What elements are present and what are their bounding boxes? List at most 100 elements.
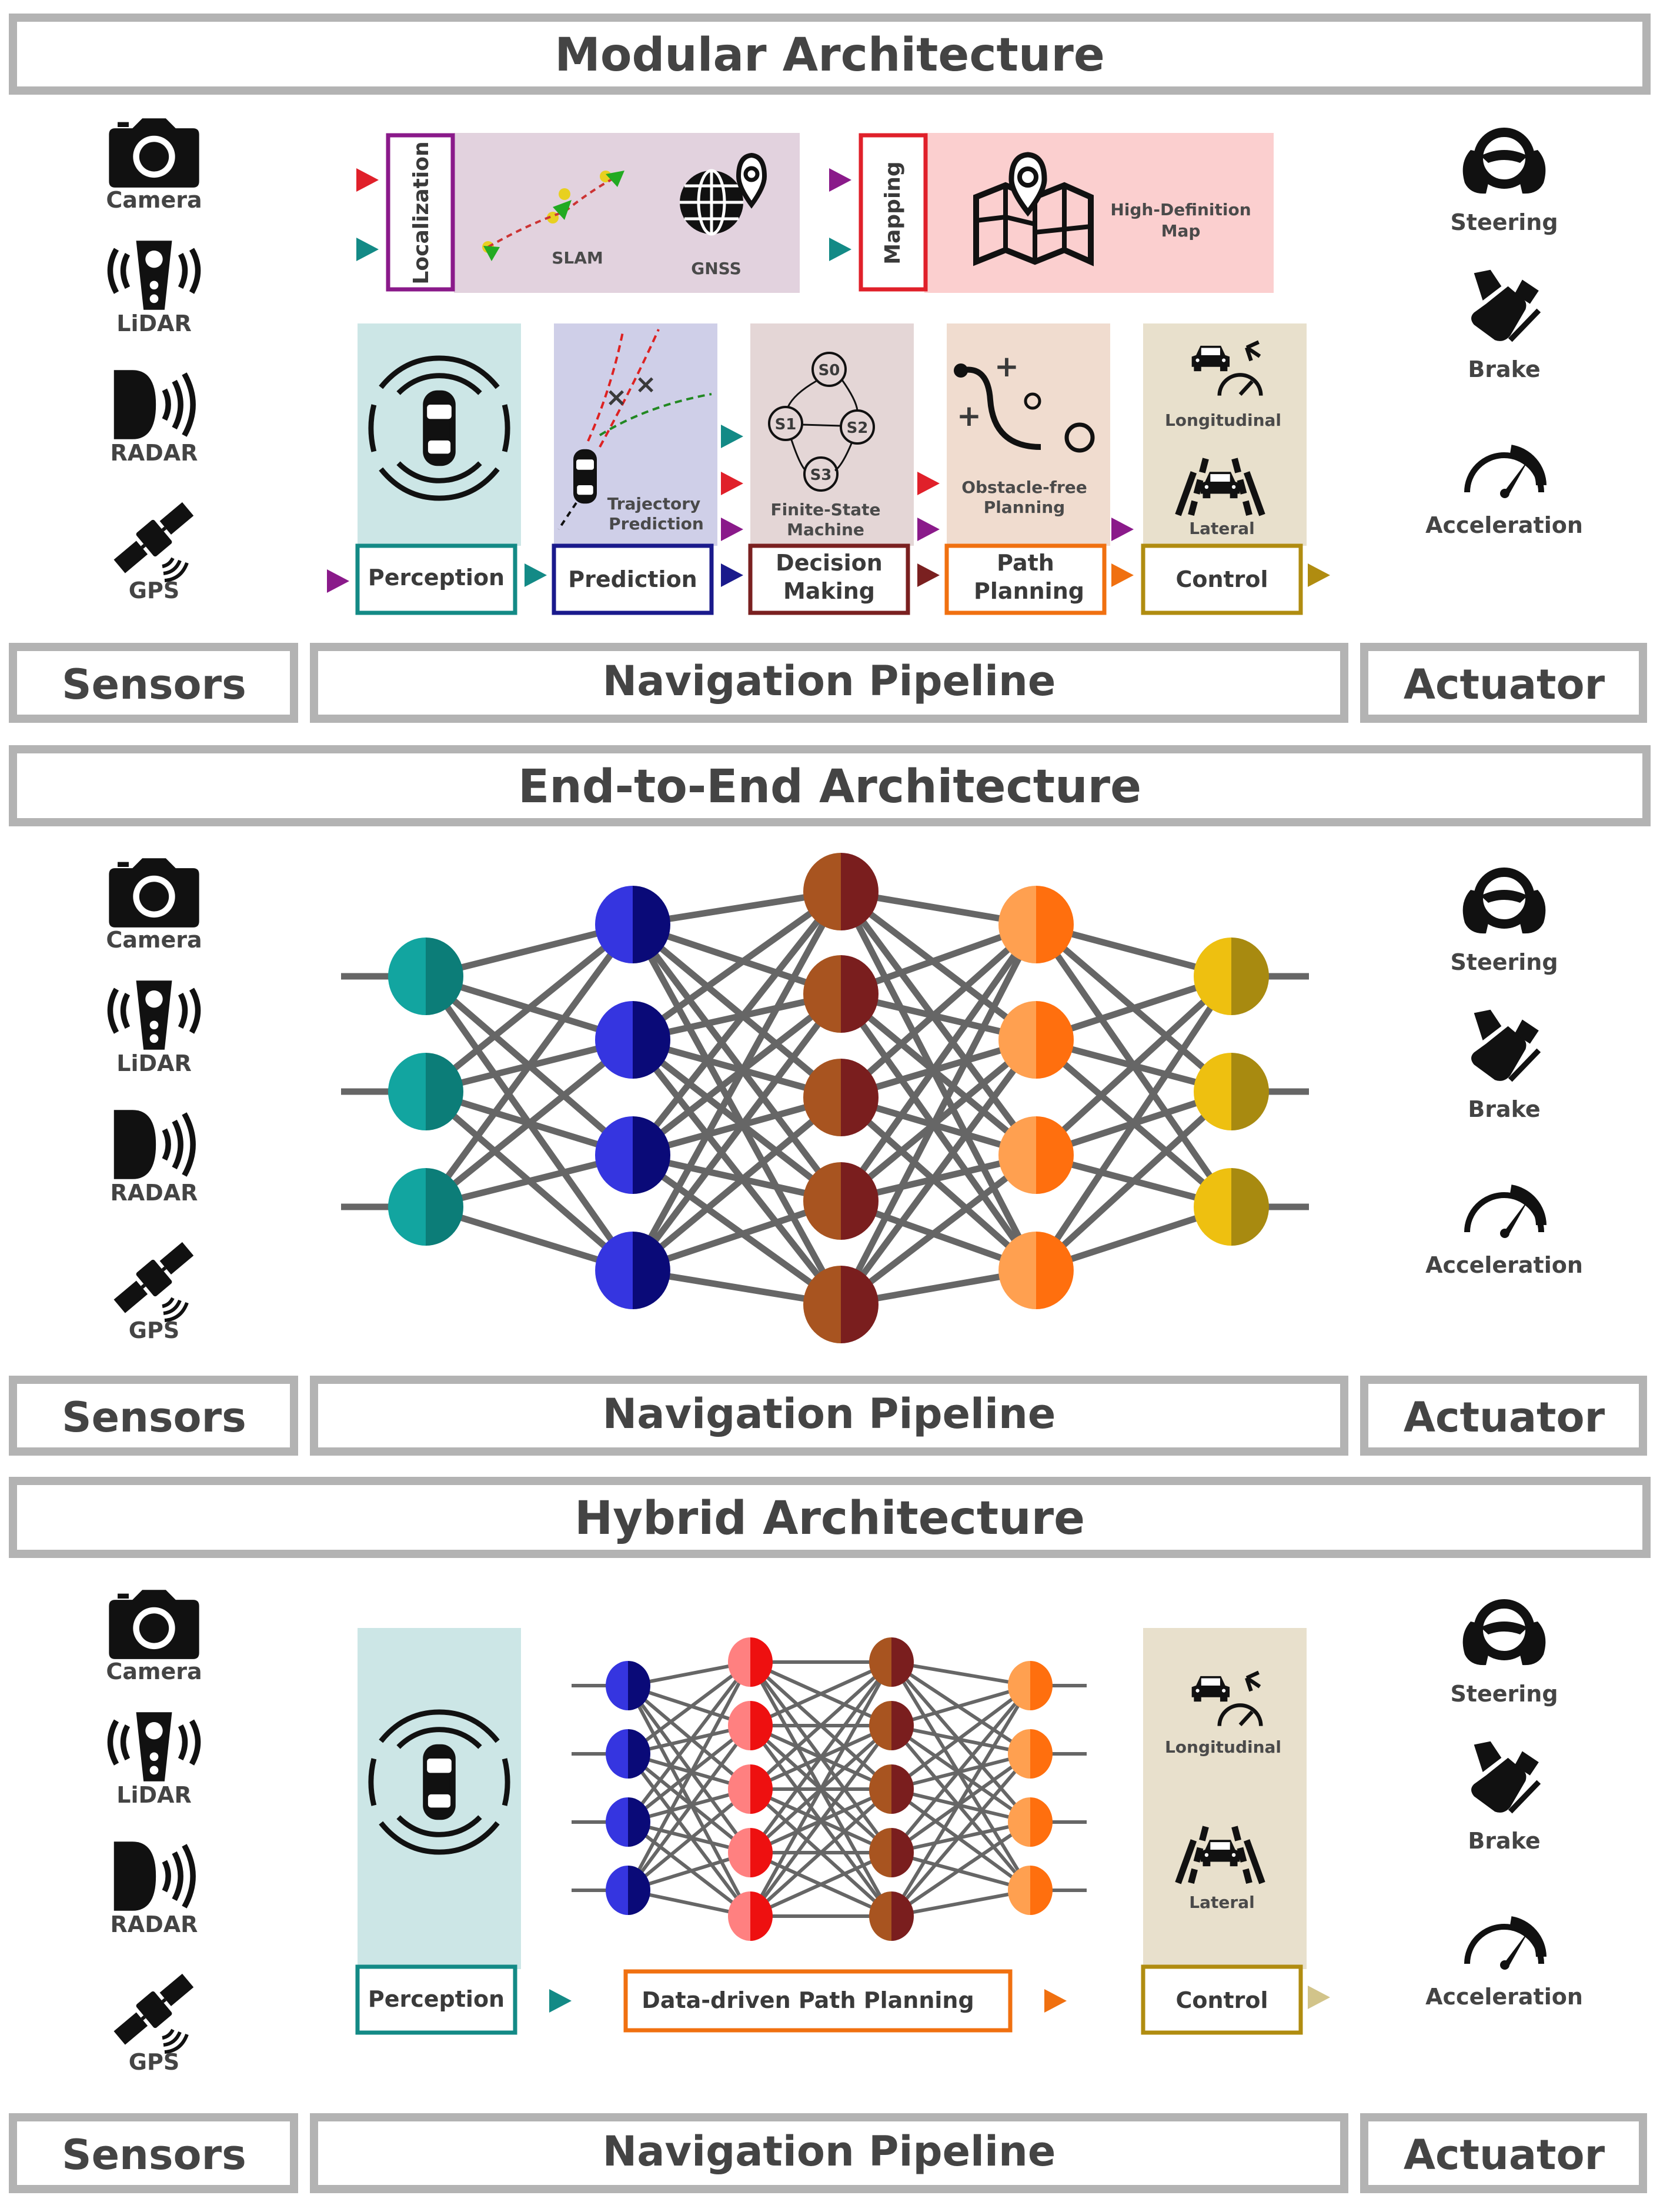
e2e-node-l4-n3 (998, 1116, 1074, 1194)
e2e-edge (1034, 973, 1234, 1158)
hyb-node-l2-n2 (728, 1701, 773, 1750)
e2e-edge (630, 889, 843, 1043)
e2e-node-l3-n2-right (841, 955, 879, 1033)
e2e-edge (423, 922, 636, 1209)
lidar-icon-3 (110, 1712, 198, 1781)
fsm-state-label: S1 (775, 416, 797, 433)
path-input-arrow-purple (917, 518, 940, 541)
trajectory-caption-1: Trajectory (607, 494, 701, 513)
lateral-caption: Lateral (1189, 519, 1254, 538)
hyb-node-l1-n3-left (606, 1797, 628, 1847)
hybrid-control-label: Control (1175, 1987, 1268, 2013)
footer-actuator-label-2: Actuator (1404, 1393, 1605, 1442)
sensor-label-lidar-1: LiDAR (116, 311, 191, 336)
e2e-node-l2-n2-left (595, 1001, 633, 1079)
hyb-node-l2-n2-left (728, 1701, 750, 1750)
hyb-edge (749, 1851, 893, 1918)
hyb-edge (749, 1661, 893, 1917)
hyb-node-l2-n4-left (728, 1828, 750, 1877)
hyb-edge (890, 1661, 1032, 1891)
e2e-node-l1-n2-left (388, 1053, 426, 1130)
hyb-node-l1-n4-left (606, 1866, 628, 1915)
fsm-caption-2: Machine (787, 520, 864, 539)
hyb-edge (749, 1787, 893, 1918)
hyb-edge (891, 1889, 1031, 1918)
sensor-label-gps-1: GPS (129, 578, 179, 603)
e2e-node-l3-n5 (803, 1266, 879, 1343)
decision-input-arrow-navy (721, 563, 743, 587)
modular-title: Modular Architecture (555, 29, 1105, 82)
camera-icon-2 (109, 858, 199, 927)
e2e-node-l4-n4-right (1036, 1232, 1074, 1309)
hyb-node-l3-n4 (869, 1828, 914, 1877)
e2e-node-l3-n3 (803, 1059, 879, 1136)
hyb-edge (627, 1787, 751, 1892)
hyb-node-l3-n2 (869, 1701, 914, 1750)
hyb-node-l2-n2-right (750, 1701, 773, 1750)
decision-input-arrow-purple (721, 518, 743, 541)
hyb-node-l2-n5-right (750, 1891, 773, 1941)
hyb-node-l3-n3 (869, 1764, 914, 1814)
e2e-node-l2-n2-right (633, 1001, 670, 1079)
e2e-edge (838, 923, 1039, 1306)
end-to-end-title: End-to-End Architecture (518, 760, 1141, 813)
e2e-node-l4-n1-left (998, 886, 1036, 963)
hd-map-label-1: High-Definition (1110, 200, 1251, 219)
hyb-node-l2-n5 (728, 1891, 773, 1941)
sensor-label-radar-1: RADAR (111, 440, 198, 466)
actuator-label-acceleration-1: Acceleration (1425, 512, 1583, 538)
footer-sensors-frame-1 (9, 643, 298, 723)
fsm-state-label: S0 (819, 362, 840, 379)
control-input-arrow-orange (1111, 563, 1134, 587)
trajectory-green (599, 393, 712, 436)
e2e-edge (630, 923, 844, 1306)
e2e-edge (630, 922, 843, 1100)
hyb-node-l2-n4-right (750, 1828, 773, 1877)
e2e-edge (839, 1095, 1038, 1273)
path-planning-box (944, 543, 1107, 615)
slam-landmark (600, 171, 612, 182)
hyb-node-l2-n3 (728, 1764, 773, 1814)
camera-icon-1 (109, 118, 199, 188)
e2e-edge (838, 890, 1039, 1272)
steering-wheel-icon-2 (1463, 872, 1546, 933)
slam-landmark (559, 188, 570, 200)
sensor-label-gps-3: GPS (129, 2049, 179, 2075)
e2e-node-l2-n3-right (633, 1116, 670, 1194)
e2e-node-l5-n2-left (1194, 1053, 1231, 1130)
e2e-node-l1-n2-right (426, 1053, 463, 1130)
hyb-edge (890, 1787, 1031, 1892)
perception-label: Perception (368, 565, 505, 590)
actuator-label-steering-3: Steering (1450, 1681, 1558, 1707)
hyb-node-l3-n5-right (891, 1891, 914, 1941)
speedometer-icon-3 (1467, 1921, 1541, 1970)
decision-label-2: Making (783, 578, 875, 604)
map-input-arrow-purple (829, 168, 851, 192)
e2e-node-l4-n2-right (1036, 1001, 1074, 1079)
radar-icon-1 (114, 370, 193, 439)
decision-panel (750, 323, 914, 546)
hyb-edge (626, 1684, 752, 1917)
footer-sensors-label-3: Sensors (62, 2131, 246, 2179)
e2e-edge (839, 889, 1038, 1043)
hybrid-perception-box (355, 1964, 517, 2035)
e2e-node-l5-n1-right (1231, 937, 1269, 1015)
trajectory-x-mark: × (635, 369, 657, 399)
hyb-edge (749, 1661, 893, 1854)
decision-box (748, 543, 910, 615)
hybrid-data-driven-box (623, 1969, 1013, 2033)
e2e-node-l4-n2-left (998, 1001, 1036, 1079)
mapping-panel (924, 133, 1274, 293)
slam-path (487, 175, 618, 248)
decision-label-1: Decision (776, 550, 883, 576)
hyb-node-l4-n3 (1008, 1797, 1053, 1847)
trajectory-red (587, 329, 624, 442)
hyb-edge (749, 1724, 893, 1917)
e2e-node-l5-n1 (1194, 937, 1269, 1015)
lidar-icon-1 (110, 241, 198, 310)
footer-actuator-frame-3 (1360, 2113, 1647, 2193)
hyb-edge (891, 1851, 1031, 1892)
hyb-edge (891, 1684, 1031, 1727)
e2e-edge (630, 1095, 843, 1273)
hyb-edge (626, 1724, 752, 1891)
